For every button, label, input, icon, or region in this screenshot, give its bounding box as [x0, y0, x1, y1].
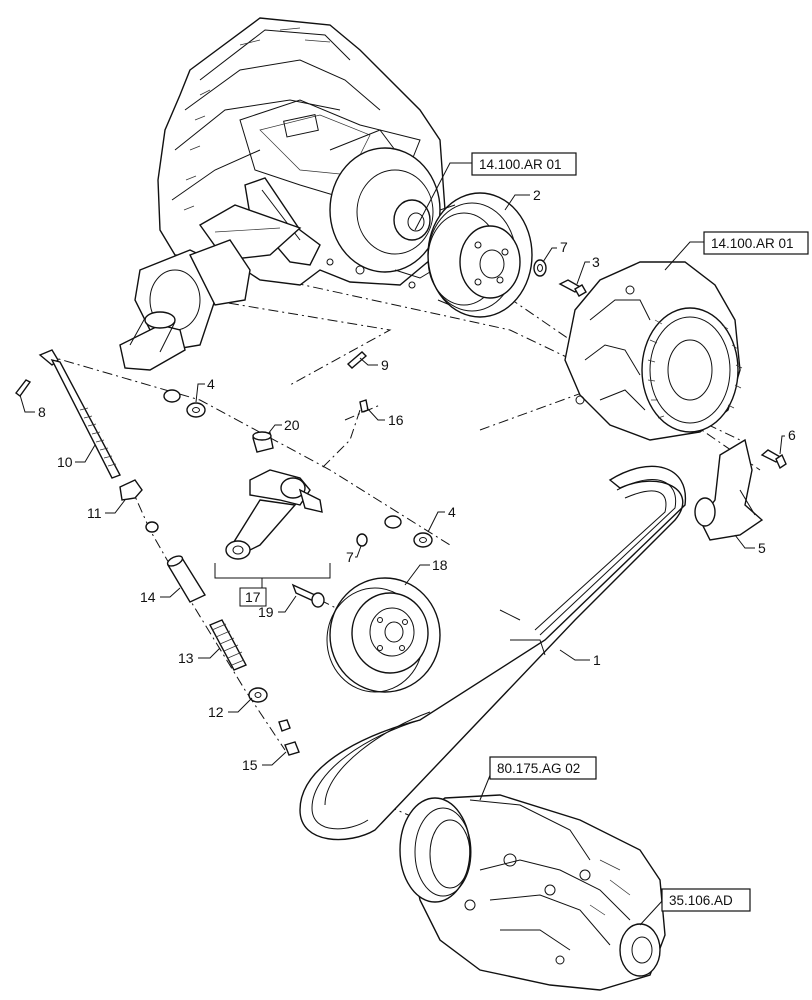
callout-7-lower: 7	[346, 549, 354, 565]
bushing-20	[252, 431, 274, 453]
bolt-6	[760, 449, 787, 470]
belt-1	[299, 465, 687, 841]
ref-box-4	[661, 888, 751, 912]
grease-fitting-17	[359, 399, 369, 413]
callout-7-top: 7	[560, 239, 568, 255]
callout-17: 16	[388, 412, 404, 428]
bracket-5	[694, 438, 764, 541]
callout-10: 10	[57, 454, 73, 470]
callout-8: 8	[38, 404, 46, 420]
callout-6: 6	[788, 427, 796, 443]
bell-housing	[564, 261, 743, 441]
callout-1: 1	[593, 652, 601, 668]
callout-14: 14	[140, 589, 156, 605]
callout-labels: 2 7 3 9 8 4 20 16 6 10 11 4 5 7 18 14 19…	[38, 187, 796, 773]
callout-2: 2	[533, 187, 541, 203]
callout-20: 20	[284, 417, 300, 433]
callout-12: 12	[208, 704, 224, 720]
callout-16: 17	[245, 589, 261, 605]
cotter-pin-8	[15, 379, 32, 397]
bracket-11	[119, 479, 143, 501]
ref-label-3: 80.175.AG 02	[497, 761, 580, 776]
idler-pulley-18	[326, 577, 441, 693]
gearbox-housing	[157, 17, 446, 289]
washer-7-top	[533, 259, 547, 277]
ref-box-3	[489, 756, 597, 780]
callout-18: 18	[432, 557, 448, 573]
pin-9	[346, 351, 368, 369]
ref-label-1: 14.100.AR 01	[479, 157, 562, 172]
compressor-assembly	[399, 794, 666, 991]
tension-rod-10	[38, 349, 121, 479]
ref-box-2	[703, 231, 809, 255]
callout-19: 19	[258, 604, 274, 620]
washers-4-right	[384, 515, 433, 548]
callout-5: 5	[758, 540, 766, 556]
sleeve-14	[166, 555, 207, 603]
callout-9: 9	[381, 357, 389, 373]
callout-4-right: 4	[448, 504, 456, 520]
callout-15: 15	[242, 757, 258, 773]
callout-3: 3	[592, 254, 600, 270]
washer-small	[145, 521, 159, 533]
washer-12	[248, 687, 268, 703]
reference-boxes: 14.100.AR 01 14.100.AR 01 80.175.AG 02 3…	[471, 152, 809, 912]
tensioner-arm-16	[225, 469, 323, 560]
ref-label-2: 14.100.AR 01	[711, 236, 794, 251]
washer-7-lower	[356, 533, 368, 547]
ref-label-4: 35.106.AD	[669, 893, 733, 908]
callout-13: 13	[178, 650, 194, 666]
callout-4-left: 4	[207, 376, 215, 392]
spring-13	[209, 619, 247, 671]
pulley-2	[427, 192, 533, 318]
nuts-15	[278, 719, 300, 756]
callout-16-box	[239, 587, 267, 607]
callout-11: 11	[87, 505, 102, 521]
ref-box-1	[471, 152, 577, 176]
output-shaft-flange	[119, 239, 251, 371]
bolt-3	[558, 279, 587, 297]
washers-4-left	[163, 389, 206, 418]
bolt-19	[291, 583, 325, 608]
